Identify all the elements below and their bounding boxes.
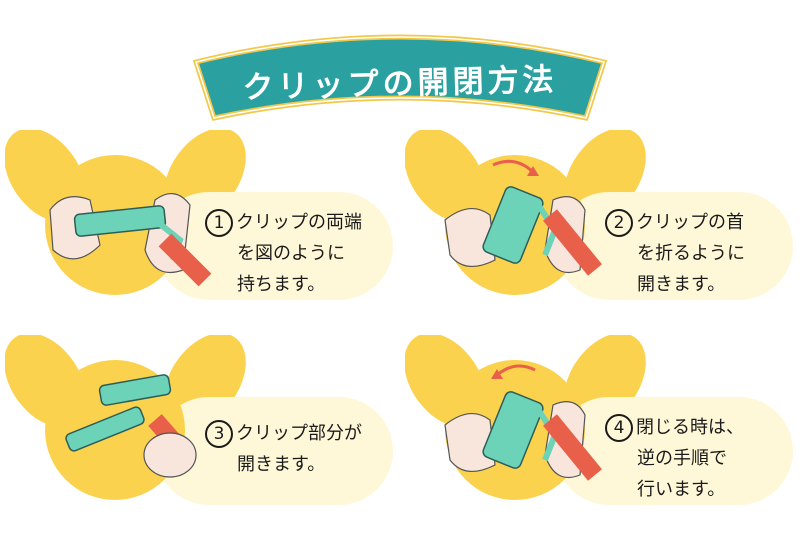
step-4-line-1: 閉じる時は、 <box>636 417 744 438</box>
step-4-line-2: 逆の手順で <box>637 448 727 469</box>
step-number-4: 4 <box>605 414 633 442</box>
step-1-line-1: クリップの両端 <box>236 212 362 233</box>
banner-ribbon-shape <box>192 34 608 121</box>
clip-illustration <box>73 205 212 287</box>
page-title: クリップの開閉方法 <box>242 61 559 107</box>
step-4-line-3: 行います。 <box>637 479 726 500</box>
step-3-line-1: クリップ部分が <box>236 423 362 444</box>
step-1-line-3: 持ちます。 <box>237 274 326 295</box>
clip-illustration <box>482 186 602 276</box>
step-number-1: 1 <box>205 209 233 237</box>
dog-head-illustration <box>5 130 393 300</box>
clip-illustration <box>482 391 602 481</box>
step-number-2: 2 <box>605 209 633 237</box>
step-1-line-2: を図のように <box>237 243 345 264</box>
title-banner: クリップの開閉方法 <box>0 0 800 130</box>
step-2-line-2: を折るように <box>637 243 745 264</box>
step-number-3: 3 <box>205 420 233 448</box>
rotate-arrow-icon <box>492 159 535 174</box>
step-2-line-3: 開きます。 <box>637 274 726 295</box>
step-2-line-1: クリップの首 <box>636 212 744 233</box>
rotate-arrow-icon <box>496 364 536 377</box>
step-3-line-2: 開きます。 <box>237 454 326 475</box>
hand-illustration <box>143 432 197 478</box>
